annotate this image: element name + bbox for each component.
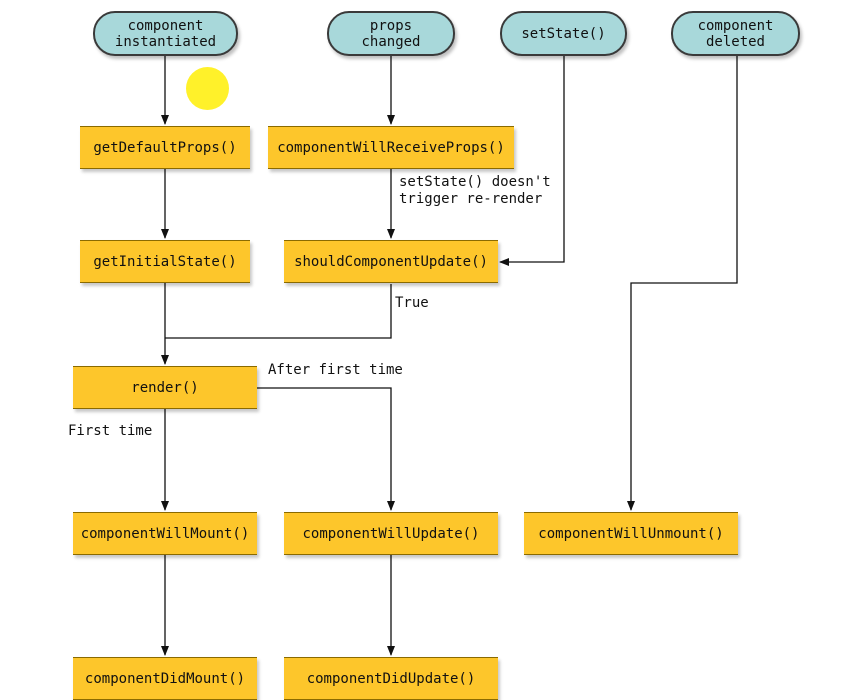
node-component-will-unmount: componentWillUnmount() bbox=[524, 512, 738, 555]
node-component-will-receive-props: componentWillReceiveProps() bbox=[268, 126, 514, 169]
node-component-will-mount: componentWillMount() bbox=[73, 512, 257, 555]
edge-render-to-will-update bbox=[257, 387, 395, 511]
label-setstate-note: setState() doesn't trigger re-render bbox=[399, 174, 551, 207]
node-get-default-props: getDefaultProps() bbox=[80, 126, 250, 169]
node-component-will-update: componentWillUpdate() bbox=[284, 512, 498, 555]
node-set-state: setState() bbox=[500, 11, 627, 56]
edge-should-update-true bbox=[165, 284, 392, 339]
label-first-time: First time bbox=[68, 423, 153, 439]
node-should-component-update: shouldComponentUpdate() bbox=[284, 240, 498, 283]
node-props-changed: props changed bbox=[327, 11, 455, 56]
cursor-highlight bbox=[186, 67, 229, 110]
node-component-deleted: component deleted bbox=[671, 11, 800, 56]
node-component-instantiated: component instantiated bbox=[93, 11, 238, 56]
node-render: render() bbox=[73, 366, 257, 409]
label-true: True bbox=[395, 295, 429, 311]
node-component-did-update: componentDidUpdate() bbox=[284, 657, 498, 700]
edge-setstate-to-should-update bbox=[499, 54, 565, 266]
label-after-first-time: After first time bbox=[268, 362, 403, 378]
node-component-did-mount: componentDidMount() bbox=[73, 657, 257, 700]
node-get-initial-state: getInitialState() bbox=[80, 240, 250, 283]
edge-deleted-to-will-unmount bbox=[627, 54, 738, 511]
